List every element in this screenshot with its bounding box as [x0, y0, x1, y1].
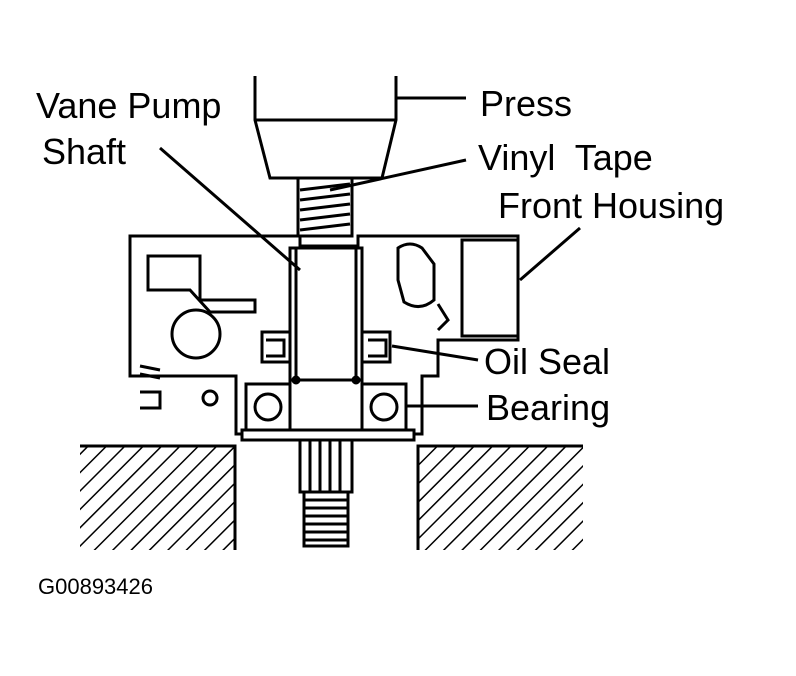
- base-block-left: [80, 444, 237, 550]
- leader-vane-pump-shaft: [159, 146, 301, 272]
- vane-pump-shaft: [288, 246, 364, 548]
- bearing: [240, 382, 416, 442]
- label-vane-pump-line1: Vane Pump: [36, 85, 221, 126]
- leader-vinyl-tape: [329, 158, 467, 192]
- oil-seal: [260, 330, 392, 364]
- leader-lines: [159, 96, 581, 408]
- press-head: [253, 76, 398, 180]
- label-oil-seal: Oil Seal: [484, 341, 610, 382]
- leader-oil-seal: [391, 344, 479, 362]
- label-vinyl-tape: Vinyl Tape: [478, 137, 653, 178]
- figure-code: G00893426: [38, 574, 153, 599]
- base-block-right: [416, 444, 583, 550]
- leader-front-housing: [519, 226, 581, 282]
- label-press: Press: [480, 83, 572, 124]
- label-vane-pump-line2: Shaft: [42, 131, 126, 172]
- label-front-housing: Front Housing: [498, 185, 724, 226]
- label-bearing: Bearing: [486, 387, 610, 428]
